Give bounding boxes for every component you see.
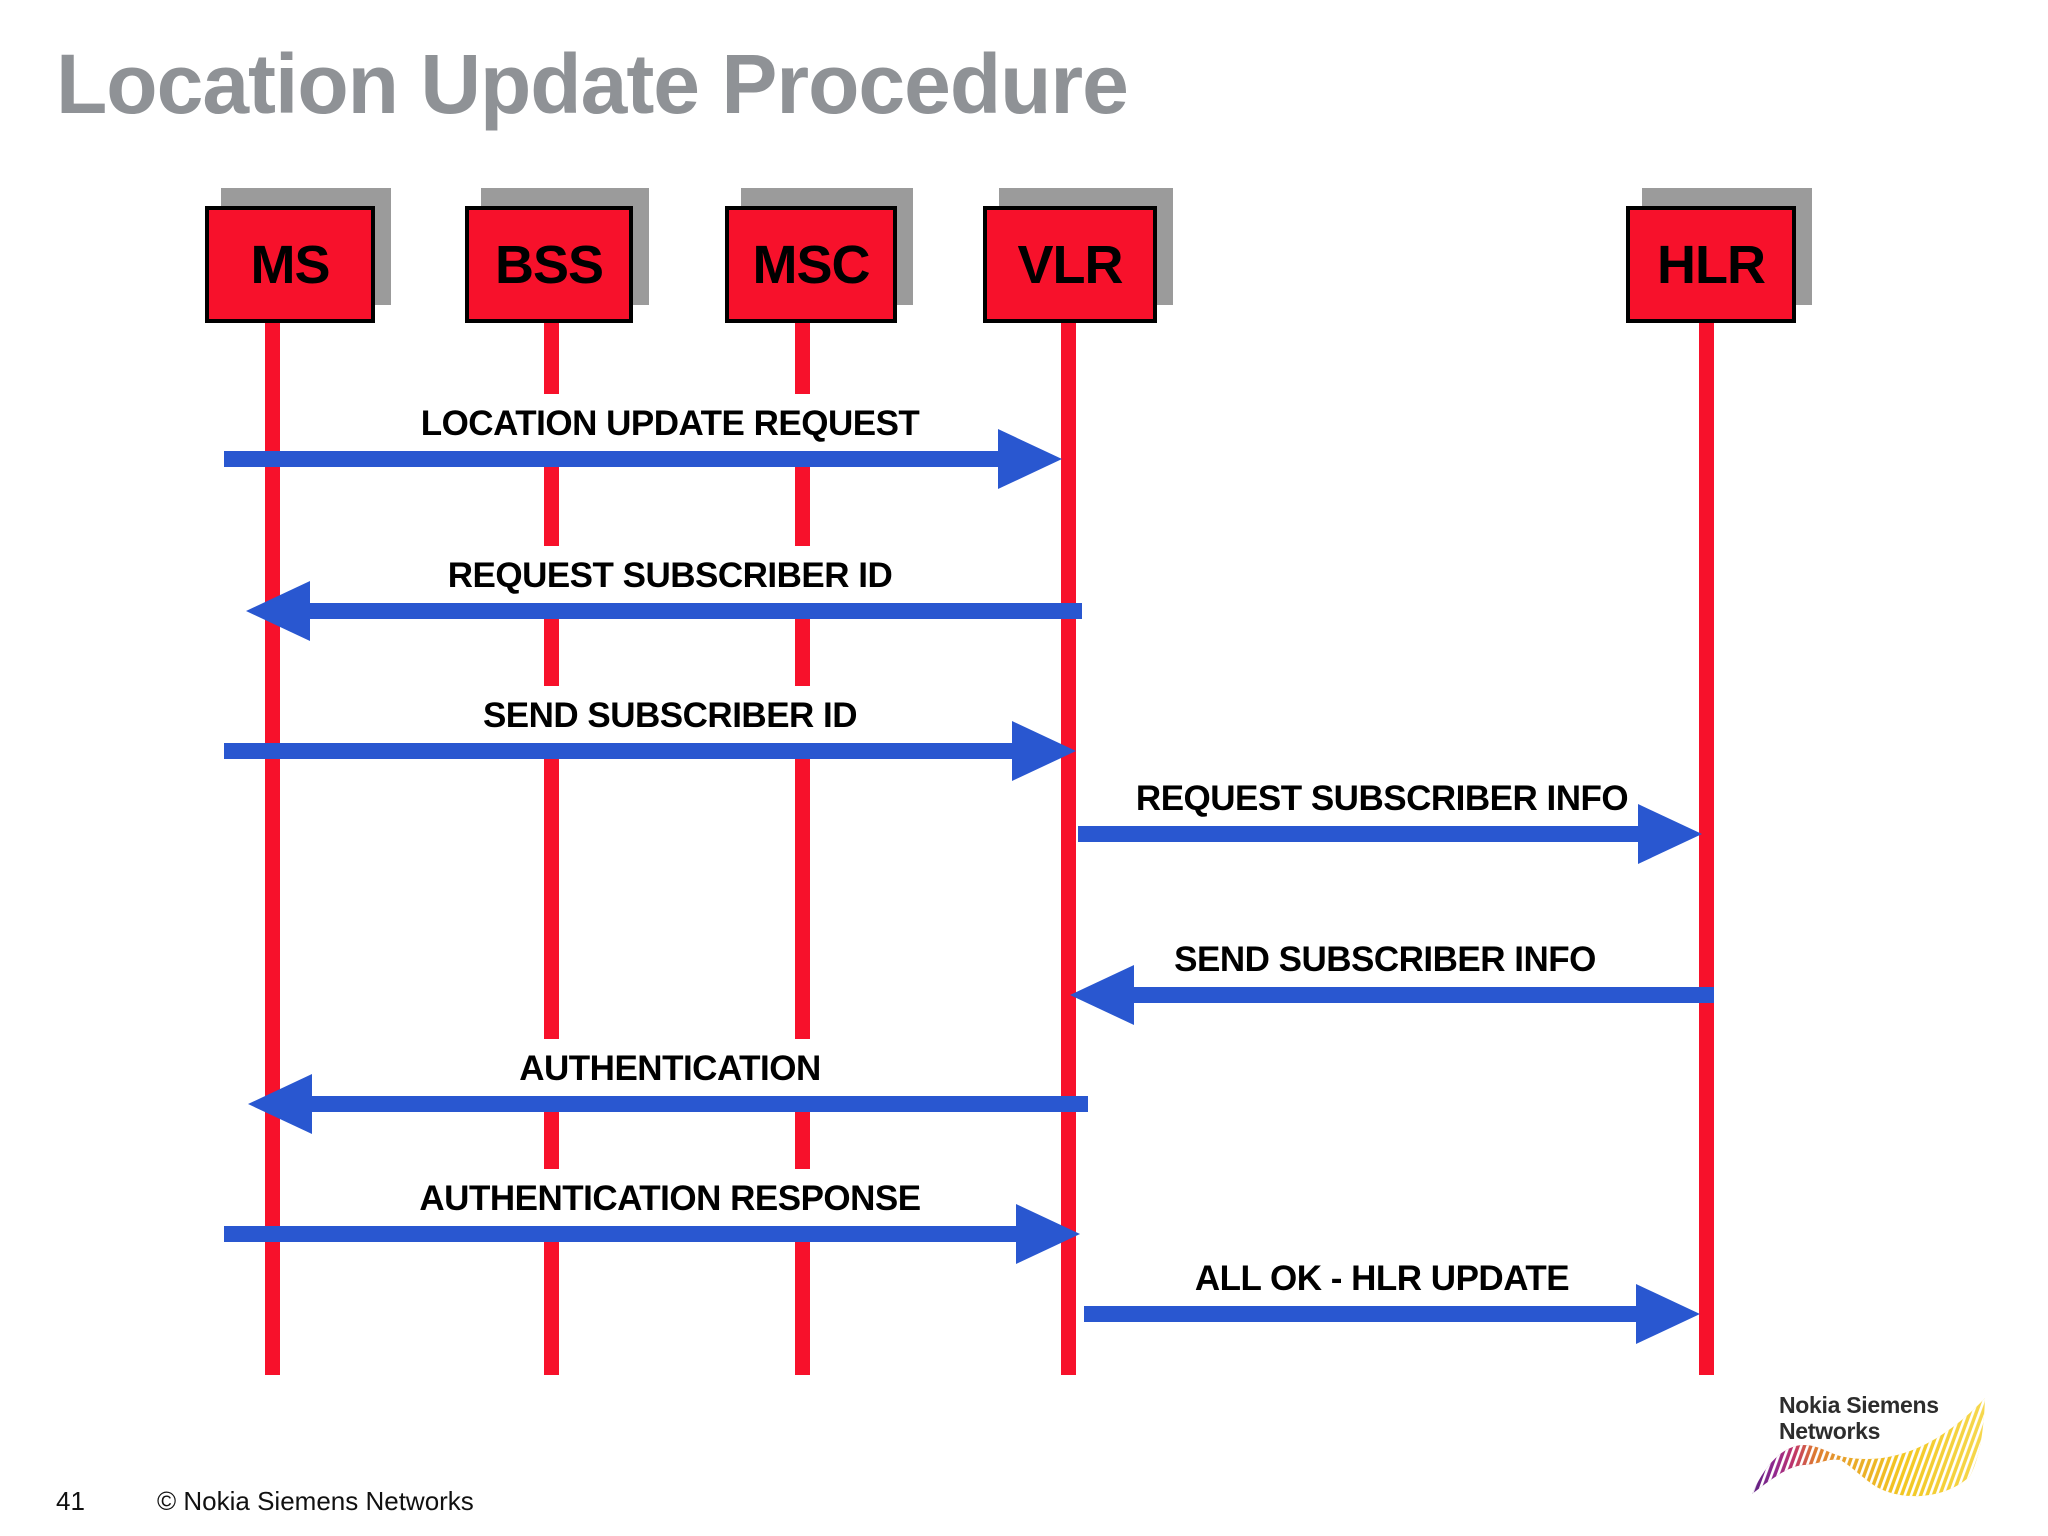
entity-box-hlr: HLR (1626, 206, 1796, 323)
copyright-text: © Nokia Siemens Networks (157, 1486, 474, 1516)
nsn-logo-swoosh-icon (1752, 1398, 1985, 1497)
arrow-head-icon (998, 429, 1062, 489)
entity-label: MSC (752, 234, 871, 295)
arrow-shaft (224, 743, 1022, 759)
nsn-logo-line1: Nokia Siemens (1779, 1392, 1939, 1418)
nsn-logo-text: Nokia Siemens Networks (1779, 1392, 1939, 1444)
arrow-head-icon (1012, 721, 1076, 781)
entity-label: VLR (1017, 234, 1124, 295)
arrow-shaft (224, 1226, 1026, 1242)
lifeline-hlr (1698, 318, 1714, 1375)
entity-box-msc: MSC (725, 206, 897, 323)
lifeline-ms (264, 318, 280, 1375)
entity-label: HLR (1657, 234, 1766, 295)
arrow-shaft (1078, 826, 1648, 842)
page-title: Location Update Procedure (56, 37, 1129, 131)
entity-box-ms: MS (205, 206, 375, 323)
page-number: 41 (56, 1486, 85, 1516)
arrow-head-icon (246, 581, 310, 641)
nsn-logo-line2: Networks (1779, 1418, 1881, 1444)
arrow-shaft (224, 451, 1008, 467)
message-label: SEND SUBSCRIBER INFO (1154, 930, 1616, 992)
entity-label: MS (250, 234, 331, 295)
message-label: LOCATION UPDATE REQUEST (400, 394, 940, 456)
message-label: REQUEST SUBSCRIBER INFO (1115, 769, 1649, 831)
arrow-shaft (1124, 987, 1714, 1003)
arrow-head-icon (1636, 1284, 1700, 1344)
message-label: REQUEST SUBSCRIBER ID (427, 546, 913, 608)
arrow-head-icon (248, 1074, 312, 1134)
message-label: AUTHENTICATION RESPONSE (399, 1169, 941, 1231)
arrow-shaft (1084, 1306, 1646, 1322)
arrow-shaft (300, 603, 1082, 619)
arrow-head-icon (1070, 965, 1134, 1025)
arrow-head-icon (1016, 1204, 1080, 1264)
arrow-shaft (302, 1096, 1088, 1112)
message-label: ALL OK - HLR UPDATE (1174, 1249, 1590, 1311)
entity-box-vlr: VLR (983, 206, 1157, 323)
message-label: SEND SUBSCRIBER ID (462, 686, 878, 748)
entity-box-bss: BSS (465, 206, 633, 323)
entity-label: BSS (494, 234, 604, 295)
message-label: AUTHENTICATION (499, 1039, 841, 1101)
arrow-head-icon (1638, 804, 1702, 864)
